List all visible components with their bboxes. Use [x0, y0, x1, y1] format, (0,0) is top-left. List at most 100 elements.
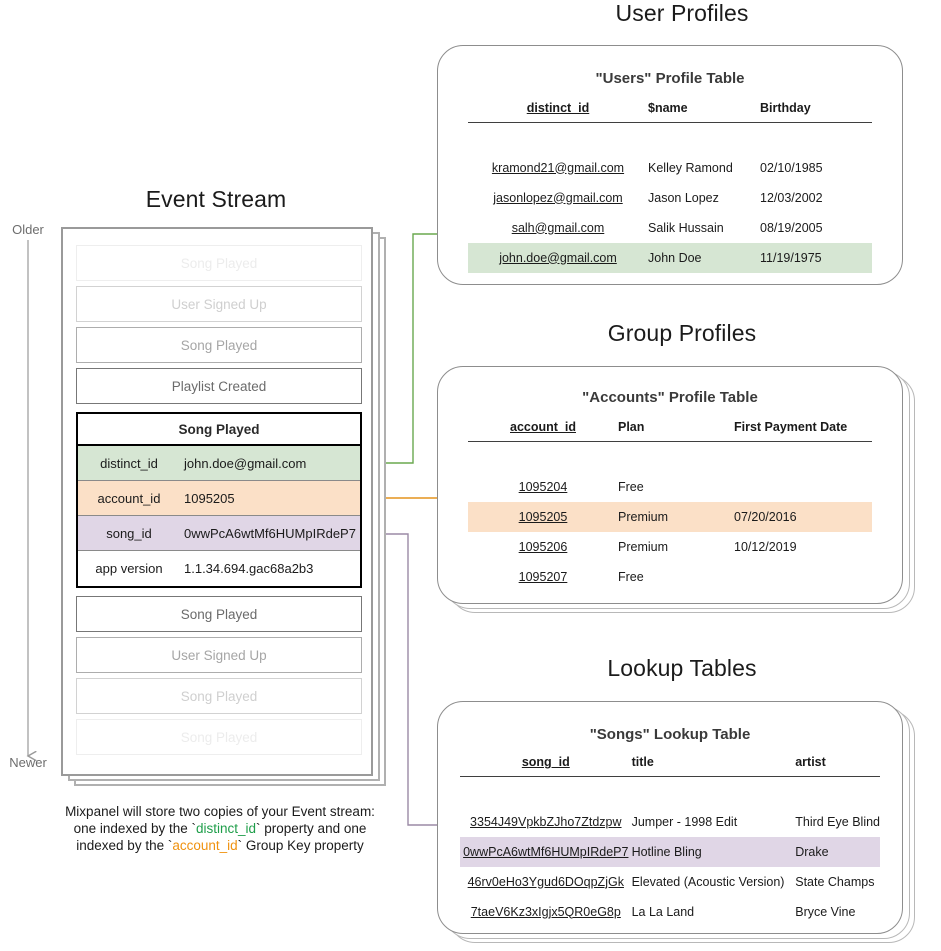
- table-cell: Elevated (Acoustic Version): [631, 874, 785, 889]
- caption-line-1: Mixpanel will store two copies of your E…: [65, 804, 375, 819]
- accounts-table-title: "Accounts" Profile Table: [582, 389, 758, 406]
- table-cell: Premium: [618, 501, 734, 532]
- table-row[interactable]: kramond21@gmail.com Kelley Ramond 02/10/19…: [468, 153, 872, 183]
- event-property-value: 1095205: [184, 490, 235, 506]
- table-cell-key: 1095206: [518, 539, 568, 554]
- column-header: Birthday: [760, 101, 811, 115]
- table-cell: Kelley Ramond: [648, 160, 733, 175]
- event-property-key: account_id: [97, 490, 161, 506]
- table-header-row: account_id Plan First Payment Date: [468, 420, 872, 442]
- table-cell: 07/20/2016: [734, 501, 872, 532]
- table-row[interactable]: 46rv0eHo3Ygud6DOqpZjGk Elevated (Acoustic…: [460, 867, 880, 897]
- caption-line-3b: Group Key property: [242, 838, 364, 853]
- songs-table-title: "Songs" Lookup Table: [589, 726, 751, 743]
- table-cell: Free: [618, 479, 644, 494]
- event-box-label: User Signed Up: [171, 647, 267, 663]
- users-table-title: "Users" Profile Table: [595, 70, 745, 87]
- table-cell-key: 1095204: [518, 479, 568, 494]
- column-header: $name: [648, 101, 688, 115]
- event-property-value: john.doe@gmail.com: [184, 455, 307, 471]
- accounts-profile-table: account_id Plan First Payment Date 1095204…: [468, 420, 872, 592]
- caption-line-2b: property and one: [260, 821, 367, 836]
- table-cell: 10/12/2019: [734, 539, 797, 554]
- event-box-label: User Signed Up: [171, 296, 267, 312]
- table-cell-key: 0wwPcA6wtMf6HUMpIRdeP7: [460, 836, 632, 867]
- table-cell: [734, 472, 872, 502]
- table-cell-key: 1095205: [468, 501, 618, 532]
- event-box-label: Playlist Created: [171, 378, 267, 394]
- table-cell: 12/03/2002: [760, 190, 823, 205]
- event-stream-title: Event Stream: [145, 186, 287, 212]
- table-row[interactable]: jasonlopez@gmail.com Jason Lopez 12/03/200…: [468, 183, 872, 213]
- table-cell: John Doe: [648, 242, 760, 273]
- table-row[interactable]: 1095206 Premium 10/12/2019: [468, 532, 872, 562]
- timeline-newer-label: Newer: [9, 755, 47, 770]
- table-cell-key: jasonlopez@gmail.com: [493, 190, 623, 205]
- event-box[interactable]: Song Played: [76, 596, 362, 632]
- event-box[interactable]: Playlist Created: [76, 368, 362, 404]
- table-cell-key: 3354J49VpkbZJho7Ztdzpw: [470, 814, 622, 829]
- group-profiles-title: Group Profiles: [607, 320, 757, 346]
- table-cell: 02/10/1985: [760, 160, 823, 175]
- event-box[interactable]: Song Played: [76, 678, 362, 714]
- table-cell: Salik Hussain: [648, 220, 724, 235]
- timeline-arrow-icon: [0, 240, 56, 770]
- event-box[interactable]: Song Played: [76, 245, 362, 281]
- table-cell: 11/19/1975: [760, 242, 872, 273]
- table-cell: [734, 562, 872, 592]
- table-cell: Hotline Bling: [631, 836, 796, 867]
- table-cell-key: salh@gmail.com: [511, 220, 605, 235]
- table-cell: Jason Lopez: [648, 190, 719, 205]
- table-cell: Third Eye Blind: [795, 814, 880, 829]
- table-cell: 08/19/2005: [760, 220, 823, 235]
- expanded-event-name: Song Played: [78, 414, 360, 446]
- event-stream-caption: Mixpanel will store two copies of your E…: [65, 804, 375, 853]
- event-property-value: 1.1.34.694.gac68a2b3: [184, 561, 314, 576]
- timeline-older-label: Older: [12, 222, 44, 237]
- table-cell-key: 46rv0eHo3Ygud6DOqpZjGk: [467, 874, 624, 889]
- column-header: song_id: [521, 755, 570, 769]
- column-header: account_id: [510, 420, 576, 434]
- table-cell-key: kramond21@gmail.com: [491, 160, 625, 175]
- event-box[interactable]: User Signed Up: [76, 286, 362, 322]
- table-cell-key: 1095207: [518, 569, 568, 584]
- event-property-key: distinct_id: [100, 455, 158, 471]
- table-row[interactable]: salh@gmail.com Salik Hussain 08/19/2005: [468, 213, 872, 243]
- table-cell: Bryce Vine: [795, 904, 856, 919]
- caption-line-3a: indexed by the: [76, 838, 168, 853]
- expanded-event-card[interactable]: Song Played distinct_id john.doe@gmail.co…: [76, 412, 362, 588]
- column-header: artist: [795, 755, 826, 769]
- column-header: Plan: [618, 420, 645, 434]
- event-property-row: distinct_id john.doe@gmail.com: [78, 446, 360, 481]
- event-property-key: song_id: [106, 525, 152, 541]
- event-box[interactable]: User Signed Up: [76, 637, 362, 673]
- user-profiles-title: User Profiles: [615, 0, 749, 26]
- event-box[interactable]: Song Played: [76, 719, 362, 755]
- table-row[interactable]: 1095204 Free: [468, 472, 872, 502]
- table-cell: Premium: [618, 539, 669, 554]
- event-box-label: Song Played: [180, 337, 258, 353]
- event-box[interactable]: Song Played: [76, 327, 362, 363]
- event-box-label: Song Played: [180, 255, 258, 271]
- table-cell: State Champs: [795, 874, 875, 889]
- table-spacer: [468, 442, 872, 472]
- column-header: First Payment Date: [734, 420, 848, 434]
- table-cell-key: john.doe@gmail.com: [468, 242, 648, 273]
- table-cell-key: 7taeV6Kz3xIgjx5QR0eG8p: [470, 904, 621, 919]
